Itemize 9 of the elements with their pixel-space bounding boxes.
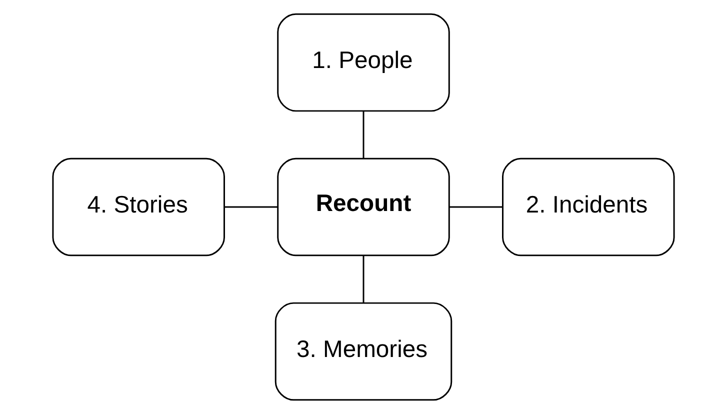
node-box: 4. Stories [52, 158, 224, 256]
node-box: Recount [276, 158, 450, 256]
connector [224, 206, 278, 208]
node-box: 2. Incidents [502, 158, 674, 256]
connector [362, 256, 364, 303]
node-box: 1. People [276, 13, 450, 112]
connector [362, 111, 364, 158]
connector [448, 206, 502, 208]
node-box: 3. Memories [274, 302, 452, 401]
